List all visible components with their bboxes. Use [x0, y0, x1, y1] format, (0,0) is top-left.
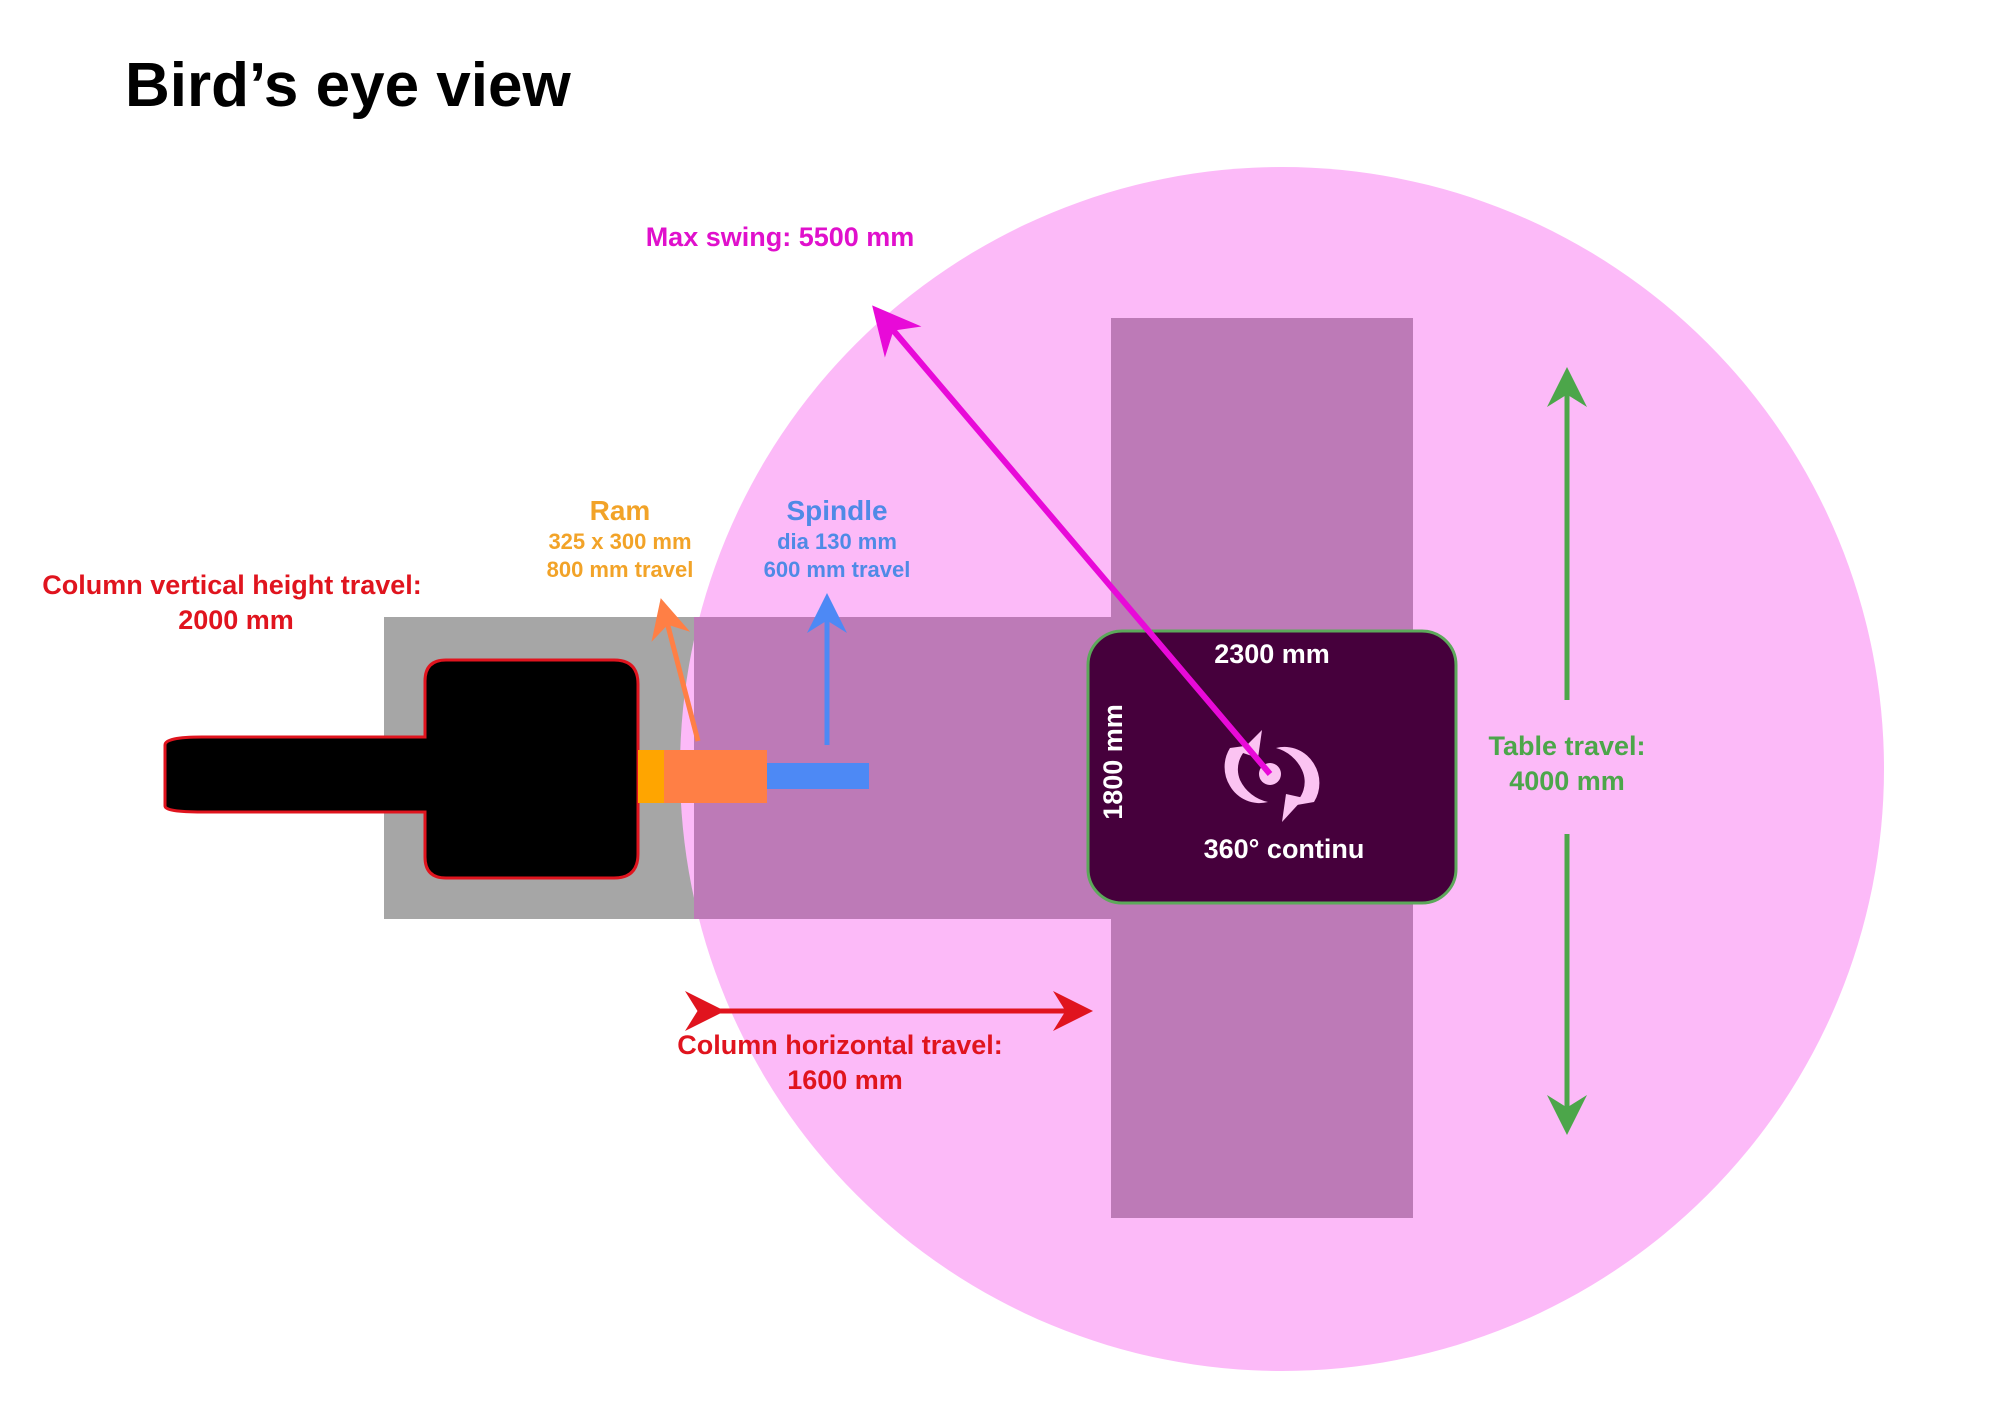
- page-title: Bird’s eye view: [125, 51, 571, 120]
- column-vertical-label-line2: 2000 mm: [178, 605, 294, 635]
- spindle-dia: dia 130 mm: [777, 529, 897, 554]
- table-width-label: 2300 mm: [1214, 639, 1330, 669]
- table-travel-label-line1: Table travel:: [1488, 731, 1645, 761]
- rotation-label: 360° continu: [1204, 834, 1365, 864]
- ram-size: 325 x 300 mm: [548, 529, 691, 554]
- column-vertical-label-line1: Column vertical height travel:: [42, 570, 422, 600]
- spindle-travel: 600 mm travel: [764, 557, 911, 582]
- table-travel-label-line2: 4000 mm: [1509, 766, 1625, 796]
- ram-yellow-segment: [638, 750, 664, 803]
- column-horizontal-label-line2: 1600 mm: [787, 1065, 903, 1095]
- spindle-title: Spindle: [786, 495, 887, 526]
- ram-travel: 800 mm travel: [547, 557, 694, 582]
- ram-title: Ram: [590, 495, 651, 526]
- ram-travel-arrow: [651, 598, 701, 742]
- max-swing-arrow: [872, 305, 1273, 776]
- column-horizontal-label-line1: Column horizontal travel:: [677, 1030, 1003, 1060]
- max-swing-label: Max swing: 5500 mm: [646, 222, 915, 252]
- table-depth-label: 1800 mm: [1098, 704, 1128, 820]
- column-body: [163, 658, 640, 880]
- spindle: [767, 763, 869, 789]
- ram-body: [664, 750, 767, 803]
